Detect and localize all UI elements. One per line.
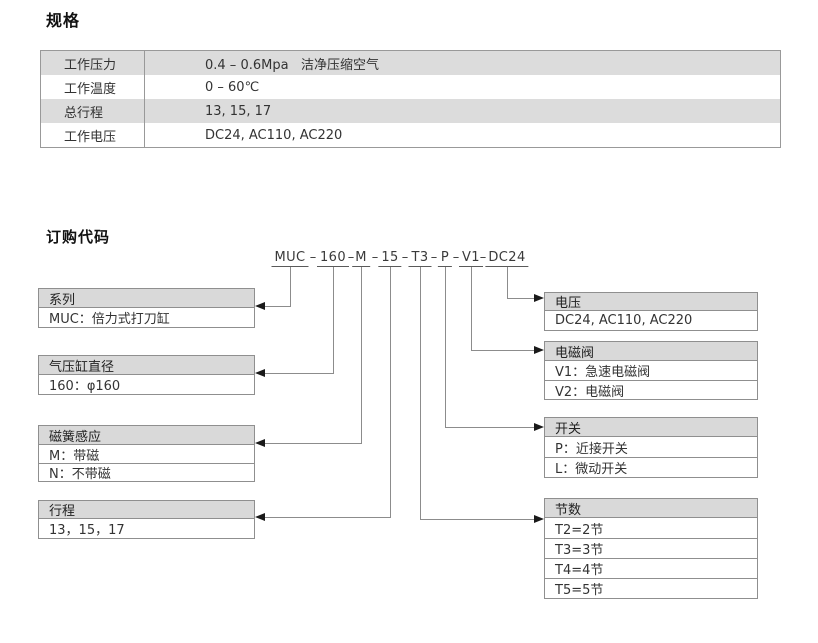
code-separator: –: [452, 250, 460, 265]
spec-row-label: 总行程: [41, 99, 145, 123]
sections-box-header: 节数: [545, 499, 757, 518]
connector-line-voltage: [507, 267, 508, 299]
series-box-header: 系列: [39, 289, 254, 308]
code-separator: –: [309, 250, 317, 265]
code-separator: –: [430, 250, 438, 265]
sections-box-row: T3=3节: [545, 538, 757, 558]
connector-line-stroke: [264, 517, 391, 518]
code-segment-stroke: 15: [378, 250, 402, 267]
sections-box-row: T5=5节: [545, 578, 757, 598]
connector-line-sections: [420, 267, 421, 520]
order-section-title: 订购代码: [46, 228, 111, 246]
connector-line-voltage: [507, 298, 534, 299]
connector-line-sections: [420, 519, 534, 520]
code-segment-switch: P: [437, 250, 453, 267]
spec-section-title: 规格: [46, 11, 81, 30]
connector-line-series: [264, 306, 291, 307]
voltage-box: 电压 DC24, AC110, AC220: [544, 292, 758, 331]
sections-box: 节数 T2=2节 T3=3节 T4=4节 T5=5节: [544, 498, 758, 599]
stroke-box-header: 行程: [39, 501, 254, 519]
connector-line-magnet: [264, 443, 362, 444]
spec-row-value: 13, 15, 17: [205, 103, 272, 119]
magnet-box-row: M：带磁: [49, 448, 100, 464]
voltage-box-row: DC24, AC110, AC220: [555, 313, 693, 328]
sections-box-row: T4=4节: [545, 558, 757, 578]
spec-row-label: 工作电压: [41, 123, 145, 147]
spec-row-value: 0 – 60℃: [205, 79, 260, 95]
switch-box-row: L：微动开关: [545, 457, 757, 477]
valve-box: 电磁阀 V1：急速电磁阀 V2：电磁阀: [544, 341, 758, 400]
code-segment-valve: V1: [459, 250, 483, 267]
spec-table: 工作压力 0.4 – 0.6Mpa 洁净压缩空气 工作温度 0 – 60℃ 总行…: [40, 50, 781, 148]
code-segment-series: MUC: [271, 250, 309, 267]
code-segment-voltage: DC24: [485, 250, 529, 267]
magnet-box: 磁簧感应 M：带磁 N：不带磁: [38, 425, 255, 482]
stroke-box-row: 13，15，17: [49, 523, 125, 538]
connector-line-magnet: [361, 267, 362, 444]
spec-table-row: 工作电压 DC24, AC110, AC220: [41, 123, 780, 147]
series-box-row: MUC：倍力式打刀缸: [49, 312, 170, 327]
series-box: 系列 MUC：倍力式打刀缸: [38, 288, 255, 328]
valve-box-header: 电磁阀: [545, 342, 757, 361]
code-separator: –: [347, 250, 355, 265]
stroke-box: 行程 13，15，17: [38, 500, 255, 539]
code-separator: –: [371, 250, 379, 265]
arrow-right-icon: [534, 515, 544, 523]
arrow-right-icon: [534, 346, 544, 354]
connector-line-switch: [445, 427, 534, 428]
spec-row-label: 工作压力: [41, 51, 145, 75]
spec-row-value: DC24, AC110, AC220: [205, 127, 343, 143]
switch-box-row: P：近接开关: [555, 441, 628, 457]
code-separator: –: [479, 250, 487, 265]
connector-line-bore: [333, 267, 334, 374]
arrow-left-icon: [255, 439, 265, 447]
bore-box: 气压缸直径 160：φ160: [38, 355, 255, 395]
arrow-left-icon: [255, 302, 265, 310]
magnet-box-header: 磁簧感应: [39, 426, 254, 445]
arrow-right-icon: [534, 423, 544, 431]
voltage-box-header: 电压: [545, 293, 757, 311]
bore-box-header: 气压缸直径: [39, 356, 254, 375]
arrow-left-icon: [255, 369, 265, 377]
code-segment-bore: 160: [316, 250, 350, 267]
code-separator: –: [401, 250, 409, 265]
switch-box: 开关 P：近接开关 L：微动开关: [544, 417, 758, 478]
connector-line-switch: [445, 267, 446, 428]
valve-box-row: V1：急速电磁阀: [555, 365, 651, 380]
magnet-box-row: N：不带磁: [39, 463, 254, 482]
spec-table-row: 工作温度 0 – 60℃: [41, 75, 780, 99]
connector-line-bore: [264, 373, 334, 374]
spec-table-row: 总行程 13, 15, 17: [41, 99, 780, 123]
connector-line-valve: [471, 267, 472, 351]
spec-table-row: 工作压力 0.4 – 0.6Mpa 洁净压缩空气: [41, 51, 780, 75]
sections-box-row: T2=2节: [555, 522, 604, 538]
code-segment-sections: T3: [408, 250, 432, 267]
valve-box-row: V2：电磁阀: [545, 380, 757, 400]
arrow-right-icon: [534, 294, 544, 302]
arrow-left-icon: [255, 513, 265, 521]
connector-line-valve: [471, 350, 534, 351]
spec-row-value: 0.4 – 0.6Mpa 洁净压缩空气: [205, 57, 379, 73]
bore-box-row: 160：φ160: [49, 379, 121, 394]
code-segment-magnet: M: [352, 250, 370, 267]
spec-row-label: 工作温度: [41, 75, 145, 99]
switch-box-header: 开关: [545, 418, 757, 437]
connector-line-series: [290, 267, 291, 307]
connector-line-stroke: [390, 267, 391, 518]
